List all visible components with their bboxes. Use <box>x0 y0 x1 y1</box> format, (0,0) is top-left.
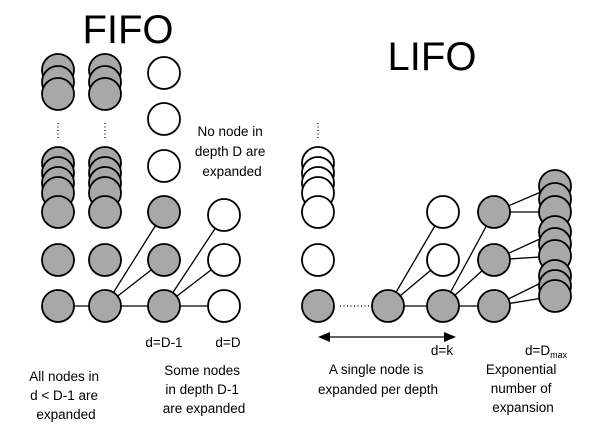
tree-node <box>207 243 241 277</box>
tree-node <box>477 289 511 323</box>
fifo-column-2 <box>88 53 122 323</box>
lifo-exponential-label: Exponential number of expansion <box>486 362 560 415</box>
tree-node <box>426 243 460 277</box>
lifo-column-k <box>426 195 460 323</box>
fifo-edges <box>58 211 225 307</box>
tree-node <box>88 195 122 229</box>
tree-node <box>538 279 572 313</box>
tree-node <box>41 77 75 111</box>
tree-node <box>301 195 335 229</box>
tree-node <box>301 243 335 277</box>
tree-node <box>371 289 405 323</box>
lifo-column-4 <box>477 195 511 323</box>
tree-node <box>147 243 181 277</box>
tree-node <box>147 289 181 323</box>
depth-range-arrow <box>318 332 456 342</box>
tree-node <box>41 289 75 323</box>
fifo-no-node-label: No node in depth D are expanded <box>195 124 269 179</box>
tree-node <box>41 195 75 229</box>
tree-node <box>426 289 460 323</box>
tree-node <box>477 195 511 229</box>
fifo-depth-label-d-minus-1: d=D-1 <box>145 335 182 350</box>
tree-node <box>477 243 511 277</box>
tree-node <box>88 243 122 277</box>
tree-node <box>207 198 241 232</box>
tree-node <box>301 289 335 323</box>
fifo-all-nodes-label: All nodes in d < D-1 are expanded <box>29 369 103 422</box>
lifo-column-dmax <box>538 169 572 313</box>
fifo-column-1 <box>41 53 75 323</box>
lifo-column-2 <box>371 289 405 323</box>
lifo-depth-label-dmax: d=Dmax <box>525 343 568 360</box>
tree-node <box>147 149 181 183</box>
fifo-depth-label-d: d=D <box>215 335 240 350</box>
lifo-single-node-label: A single node is expanded per depth <box>318 362 438 397</box>
tree-node <box>88 77 122 111</box>
lifo-title: LIFO <box>388 35 477 79</box>
tree-node <box>147 102 181 136</box>
tree-node <box>426 195 460 229</box>
lifo-depth-label-k: d=k <box>431 343 453 358</box>
tree-node <box>88 289 122 323</box>
fifo-some-nodes-label: Some nodes in depth D-1 are expanded <box>163 363 246 416</box>
fifo-column-d-minus-1 <box>147 56 181 323</box>
fifo-column-d <box>207 198 241 323</box>
tree-node <box>207 289 241 323</box>
tree-node <box>41 243 75 277</box>
tree-node <box>147 56 181 90</box>
fifo-title: FIFO <box>82 8 173 52</box>
lifo-column-1 <box>301 123 335 323</box>
tree-node <box>147 195 181 229</box>
